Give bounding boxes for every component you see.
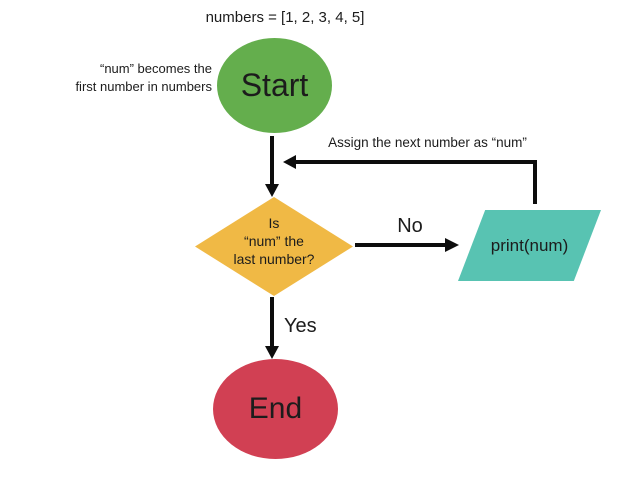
loop-annotation: Assign the next number as “num” (328, 135, 527, 150)
arrow-yes-to-end-head (265, 346, 279, 359)
start-annotation: “num” becomes the first number in number… (28, 60, 212, 95)
arrow-loop-return-head (283, 155, 296, 169)
end-node-label: End (248, 392, 303, 425)
arrow-no-to-process-head (445, 238, 459, 252)
no-branch-label: No (397, 215, 423, 237)
start-annotation-line2: first number in numbers (75, 78, 212, 94)
decision-node-line1: Is (268, 214, 280, 231)
arrow-start-to-decision (265, 136, 279, 197)
process-node-label: print(num) (490, 235, 569, 255)
yes-branch-label: Yes (284, 315, 317, 337)
arrow-loop-return (283, 155, 537, 204)
list-definition-label: numbers = [1, 2, 3, 4, 5] (205, 9, 365, 26)
decision-node-line2: “num” the (244, 232, 304, 249)
decision-node-text: Is “num” the last number? (234, 214, 315, 268)
start-node-label: Start (240, 67, 309, 103)
decision-node-line3: last number? (233, 250, 315, 267)
arrow-loop-return-line (294, 160, 537, 204)
end-node: End (213, 359, 338, 459)
start-node: Start (217, 38, 332, 133)
arrow-no-to-process (355, 238, 459, 252)
process-node: print(num) (458, 210, 601, 281)
arrow-yes-to-end (265, 297, 279, 359)
arrow-start-to-decision-head (265, 184, 279, 197)
start-annotation-line1: “num” becomes the (100, 61, 212, 76)
